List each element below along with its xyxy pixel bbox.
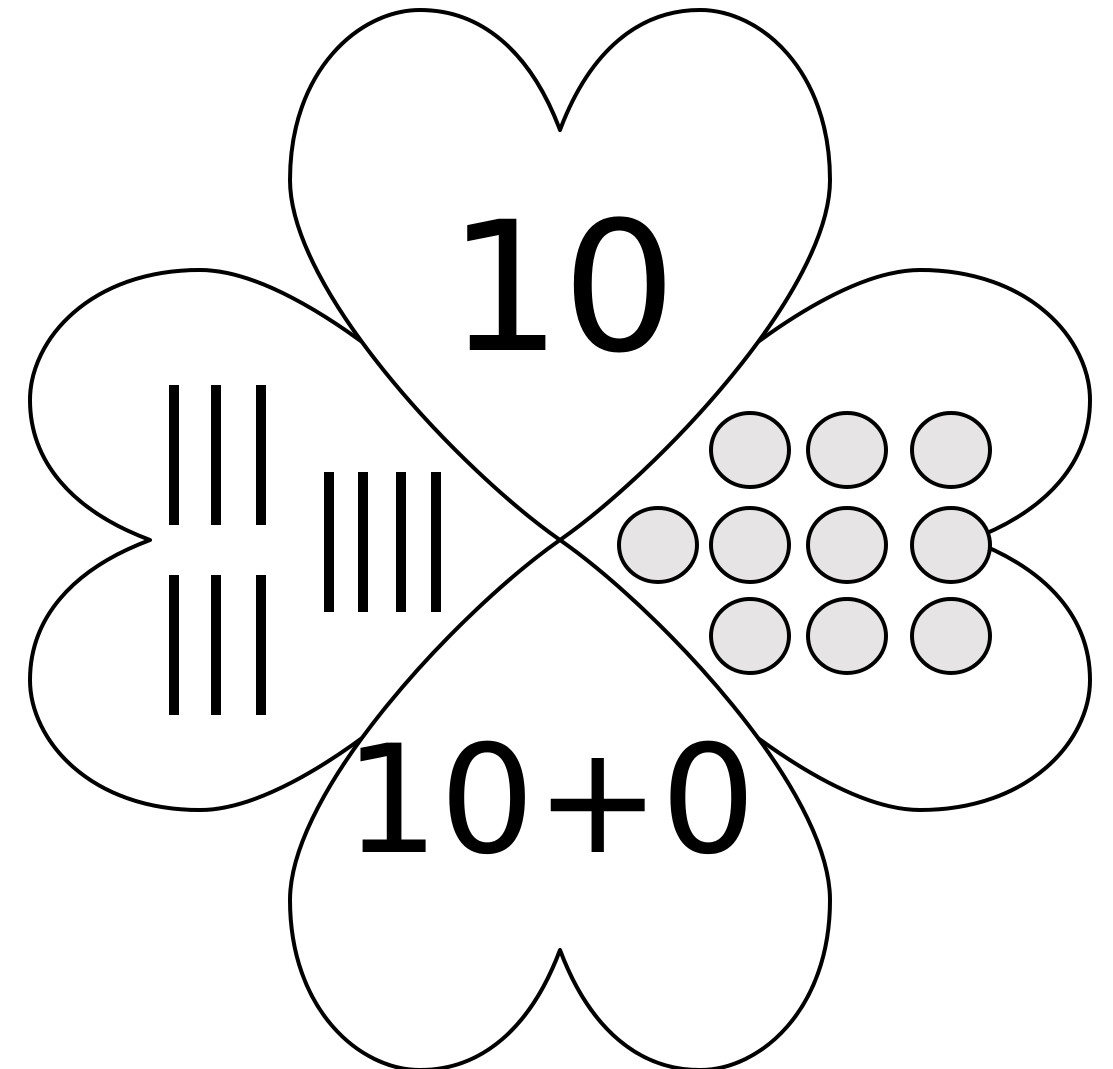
counter-dot bbox=[912, 508, 990, 582]
counter-dot bbox=[808, 599, 886, 673]
counter-dot bbox=[808, 413, 886, 487]
counter-dot bbox=[711, 413, 789, 487]
counter-dot bbox=[711, 599, 789, 673]
number-label: 10 bbox=[447, 184, 676, 393]
counter-dot bbox=[619, 508, 697, 582]
counter-dot bbox=[912, 599, 990, 673]
counter-dot bbox=[912, 413, 990, 487]
counter-dot bbox=[808, 508, 886, 582]
counter-dot bbox=[711, 508, 789, 582]
equation-label: 10+0 bbox=[344, 714, 756, 888]
